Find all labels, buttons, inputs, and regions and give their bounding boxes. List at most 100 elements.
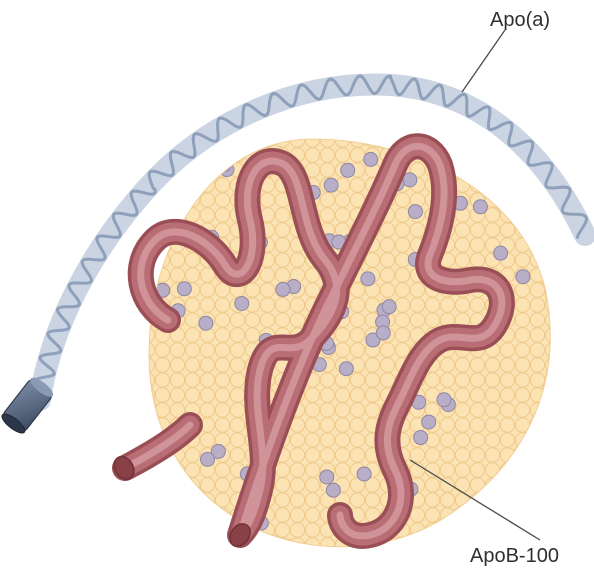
lipid-bead bbox=[230, 358, 244, 372]
lipid-bead bbox=[410, 223, 424, 237]
lipid-bead bbox=[500, 223, 514, 237]
lipid-bead bbox=[515, 478, 529, 492]
lipid-bead bbox=[350, 343, 364, 357]
lipid-bead bbox=[290, 253, 304, 267]
lipid-bead bbox=[350, 388, 364, 402]
lipid-bead bbox=[530, 223, 544, 237]
lipid-bead bbox=[470, 478, 484, 492]
lipid-bead bbox=[215, 343, 229, 357]
phospholipid-head bbox=[276, 282, 290, 296]
lipid-bead bbox=[455, 448, 469, 462]
lipid-bead bbox=[485, 403, 499, 417]
lipid-bead bbox=[185, 253, 199, 267]
lipid-bead bbox=[230, 313, 244, 327]
lipid-bead bbox=[140, 538, 154, 552]
lipid-bead bbox=[545, 328, 559, 342]
phospholipid-head bbox=[199, 316, 213, 330]
lipid-bead bbox=[275, 508, 289, 522]
lipid-bead bbox=[320, 418, 334, 432]
lipid-bead bbox=[455, 508, 469, 522]
lipid-bead bbox=[440, 523, 454, 537]
lipid-bead bbox=[335, 148, 349, 162]
lipid-bead bbox=[545, 418, 559, 432]
lipid-bead bbox=[485, 463, 499, 477]
lipid-bead bbox=[170, 373, 184, 387]
phospholipid-head bbox=[516, 270, 530, 284]
lipid-bead bbox=[545, 448, 559, 462]
lipid-bead bbox=[140, 358, 154, 372]
lipid-bead bbox=[455, 463, 469, 477]
lipid-bead bbox=[335, 418, 349, 432]
lipid-bead bbox=[515, 448, 529, 462]
lipid-bead bbox=[140, 328, 154, 342]
phospholipid-head bbox=[516, 217, 530, 231]
lipid-bead bbox=[545, 493, 559, 507]
lipid-bead bbox=[200, 538, 214, 552]
lipid-bead bbox=[215, 358, 229, 372]
lipid-bead bbox=[455, 298, 469, 312]
lipid-bead bbox=[320, 448, 334, 462]
phospholipid-head bbox=[382, 300, 396, 314]
lipid-bead bbox=[470, 163, 484, 177]
phospholipid-head bbox=[408, 205, 422, 219]
lipid-bead bbox=[350, 133, 364, 147]
lipid-bead bbox=[290, 313, 304, 327]
lipid-bead bbox=[470, 433, 484, 447]
lipid-bead bbox=[185, 508, 199, 522]
lipid-bead bbox=[320, 388, 334, 402]
lipid-bead bbox=[470, 223, 484, 237]
lipid-bead bbox=[515, 283, 529, 297]
lipid-bead bbox=[455, 478, 469, 492]
lipid-bead bbox=[365, 373, 379, 387]
lipid-bead bbox=[455, 538, 469, 552]
lipid-bead bbox=[290, 298, 304, 312]
lipid-bead bbox=[230, 388, 244, 402]
lipid-bead bbox=[320, 193, 334, 207]
lipid-bead bbox=[500, 358, 514, 372]
phospholipid-head bbox=[437, 393, 451, 407]
lipid-bead bbox=[155, 523, 169, 537]
lipid-bead bbox=[350, 493, 364, 507]
lipid-bead bbox=[515, 298, 529, 312]
lipid-bead bbox=[185, 538, 199, 552]
lipid-bead bbox=[515, 193, 529, 207]
lipid-bead bbox=[515, 343, 529, 357]
lipid-bead bbox=[350, 283, 364, 297]
lipid-bead bbox=[215, 208, 229, 222]
lipid-bead bbox=[215, 178, 229, 192]
lipid-bead bbox=[320, 433, 334, 447]
lipid-bead bbox=[350, 403, 364, 417]
lipid-bead bbox=[440, 298, 454, 312]
lipid-bead bbox=[500, 478, 514, 492]
lipid-bead bbox=[365, 253, 379, 267]
lipid-bead bbox=[275, 268, 289, 282]
lipid-bead bbox=[305, 403, 319, 417]
lipid-bead bbox=[185, 298, 199, 312]
lipid-bead bbox=[305, 523, 319, 537]
lipid-bead bbox=[470, 418, 484, 432]
lipid-bead bbox=[425, 538, 439, 552]
phospholipid-head bbox=[341, 163, 355, 177]
lipid-bead bbox=[530, 478, 544, 492]
lipid-bead bbox=[290, 463, 304, 477]
lipid-bead bbox=[530, 388, 544, 402]
lipid-bead bbox=[230, 133, 244, 147]
lipid-bead bbox=[305, 463, 319, 477]
lipid-bead bbox=[350, 328, 364, 342]
lipid-bead bbox=[500, 403, 514, 417]
lipid-bead bbox=[245, 133, 259, 147]
lipid-bead bbox=[395, 538, 409, 552]
lipid-bead bbox=[365, 388, 379, 402]
lipid-bead bbox=[395, 223, 409, 237]
lipid-bead bbox=[365, 358, 379, 372]
lipid-bead bbox=[320, 403, 334, 417]
lipid-bead bbox=[305, 388, 319, 402]
lipid-bead bbox=[545, 523, 559, 537]
phospholipid-head bbox=[183, 486, 197, 500]
lipid-bead bbox=[335, 463, 349, 477]
lipid-bead bbox=[290, 478, 304, 492]
lipid-bead bbox=[140, 343, 154, 357]
lipid-bead bbox=[275, 313, 289, 327]
lipid-bead bbox=[500, 388, 514, 402]
lipid-bead bbox=[515, 463, 529, 477]
